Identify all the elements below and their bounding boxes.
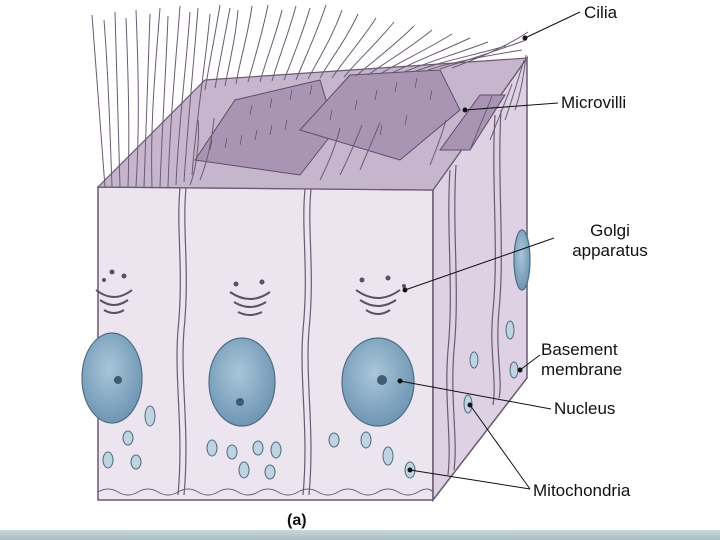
nucleus-label: Nucleus (554, 399, 615, 419)
basement-membrane-label: Basement membrane (541, 340, 651, 380)
mitochondria-label: Mitochondria (533, 481, 630, 501)
footer-bar (0, 530, 720, 540)
microvilli-label: Microvilli (561, 93, 626, 113)
golgi-label-line2: apparatus (555, 241, 665, 261)
nucleus-cell-2 (209, 338, 275, 426)
basement-label-line1: Basement (541, 340, 651, 360)
nucleus-side (514, 230, 530, 290)
panel-label: (a) (287, 511, 307, 531)
golgi-label-line1: Golgi (555, 221, 665, 241)
cilia-label: Cilia (584, 3, 617, 23)
nucleus-cell-1 (82, 333, 142, 423)
golgi-label: Golgi apparatus (555, 221, 665, 261)
basement-label-line2: membrane (541, 360, 651, 380)
